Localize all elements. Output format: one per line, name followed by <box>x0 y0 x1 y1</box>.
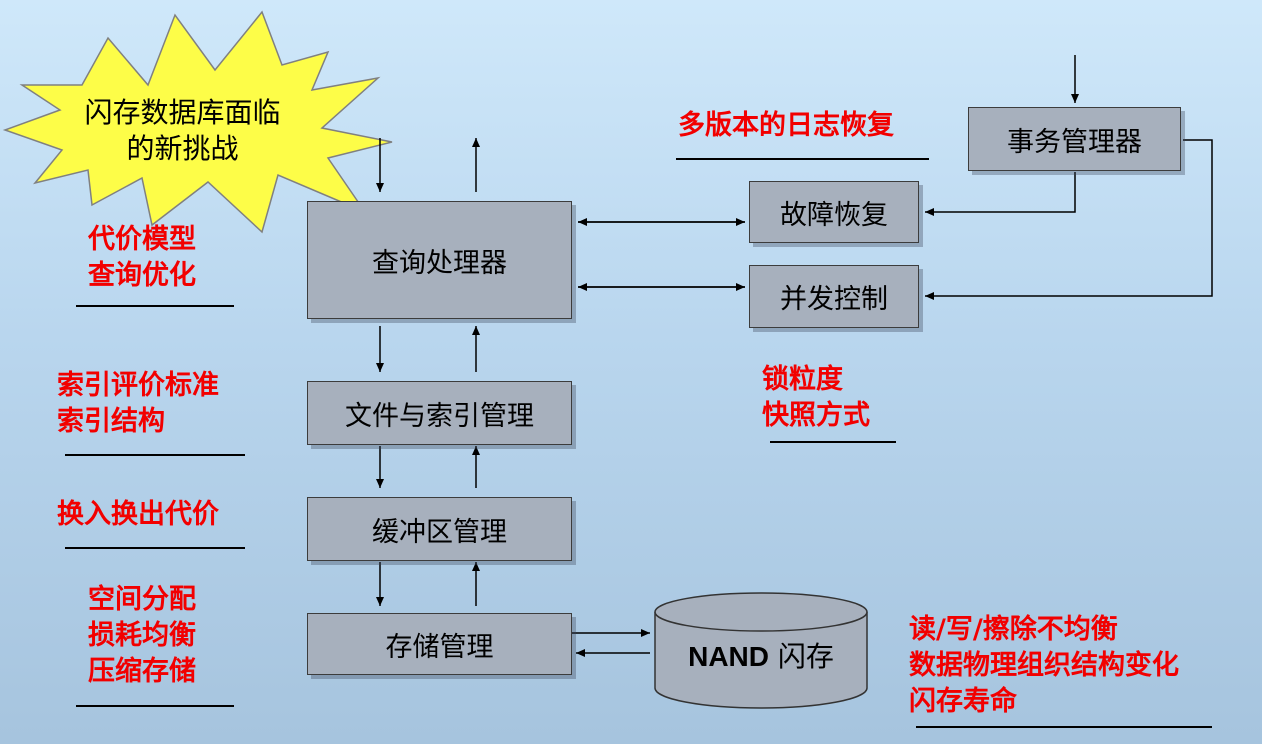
note-swap-underline <box>65 547 245 549</box>
note-swap-line-1: 换入换出代价 <box>57 499 219 530</box>
nand-label-rest: 闪存 <box>768 640 834 673</box>
note-cost-model-underline <box>76 305 234 307</box>
note-flash-underline <box>916 726 1212 728</box>
note-swap: 换入换出代价 <box>57 497 219 533</box>
note-index-line-1: 索引评价标准 <box>57 370 219 401</box>
note-index: 索引评价标准 索引结构 <box>57 368 219 440</box>
note-space: 空间分配 损耗均衡 压缩存储 <box>88 582 196 690</box>
failure-recovery-label: 故障恢复 <box>780 199 888 231</box>
note-space-line-1: 空间分配 <box>88 584 196 615</box>
buffer-manager-label: 缓冲区管理 <box>372 516 507 548</box>
note-flash: 读/写/擦除不均衡 数据物理组织结构变化 闪存寿命 <box>909 612 1179 720</box>
nand-flash-cylinder <box>654 592 868 709</box>
file-index-manager-box: 文件与索引管理 <box>307 381 572 445</box>
note-lock: 锁粒度 快照方式 <box>762 362 870 434</box>
note-space-line-2: 损耗均衡 <box>88 620 196 651</box>
file-index-manager-label: 文件与索引管理 <box>345 400 534 432</box>
nand-flash-label: NAND 闪存 <box>655 635 867 675</box>
nand-label-bold: NAND <box>688 641 769 672</box>
note-flash-line-1: 读/写/擦除不均衡 <box>909 614 1118 645</box>
note-cost-model-line-1: 代价模型 <box>88 224 196 255</box>
note-index-line-2: 索引结构 <box>57 406 165 437</box>
starburst-line-2: 的新挑战 <box>126 132 239 165</box>
note-flash-line-2: 数据物理组织结构变化 <box>909 650 1179 681</box>
query-processor-label: 查询处理器 <box>372 247 507 279</box>
note-cost-model: 代价模型 查询优化 <box>88 222 196 294</box>
note-cost-model-line-2: 查询优化 <box>88 260 196 291</box>
query-processor-box: 查询处理器 <box>307 201 572 319</box>
transaction-manager-box: 事务管理器 <box>968 107 1181 171</box>
note-flash-line-3: 闪存寿命 <box>909 686 1017 717</box>
concurrency-control-box: 并发控制 <box>749 265 919 328</box>
transaction-manager-label: 事务管理器 <box>1007 126 1142 158</box>
storage-manager-box: 存储管理 <box>307 613 572 675</box>
note-multiversion-underline <box>676 158 929 160</box>
starburst-shape <box>2 10 393 234</box>
note-multiversion: 多版本的日志恢复 <box>678 108 894 144</box>
note-space-line-3: 压缩存储 <box>88 656 196 687</box>
note-lock-line-2: 快照方式 <box>762 400 870 431</box>
note-index-underline <box>65 454 245 456</box>
starburst-line-1: 闪存数据库面临 <box>84 96 281 129</box>
starburst-title: 闪存数据库面临 的新挑战 <box>40 95 325 167</box>
storage-manager-label: 存储管理 <box>385 631 494 663</box>
concurrency-control-label: 并发控制 <box>780 284 888 315</box>
note-multiversion-line-1: 多版本的日志恢复 <box>678 110 894 141</box>
note-lock-underline <box>770 441 896 443</box>
failure-recovery-box: 故障恢复 <box>749 181 919 243</box>
buffer-manager-box: 缓冲区管理 <box>307 497 572 561</box>
note-lock-line-1: 锁粒度 <box>762 364 843 395</box>
note-space-underline <box>76 705 234 707</box>
